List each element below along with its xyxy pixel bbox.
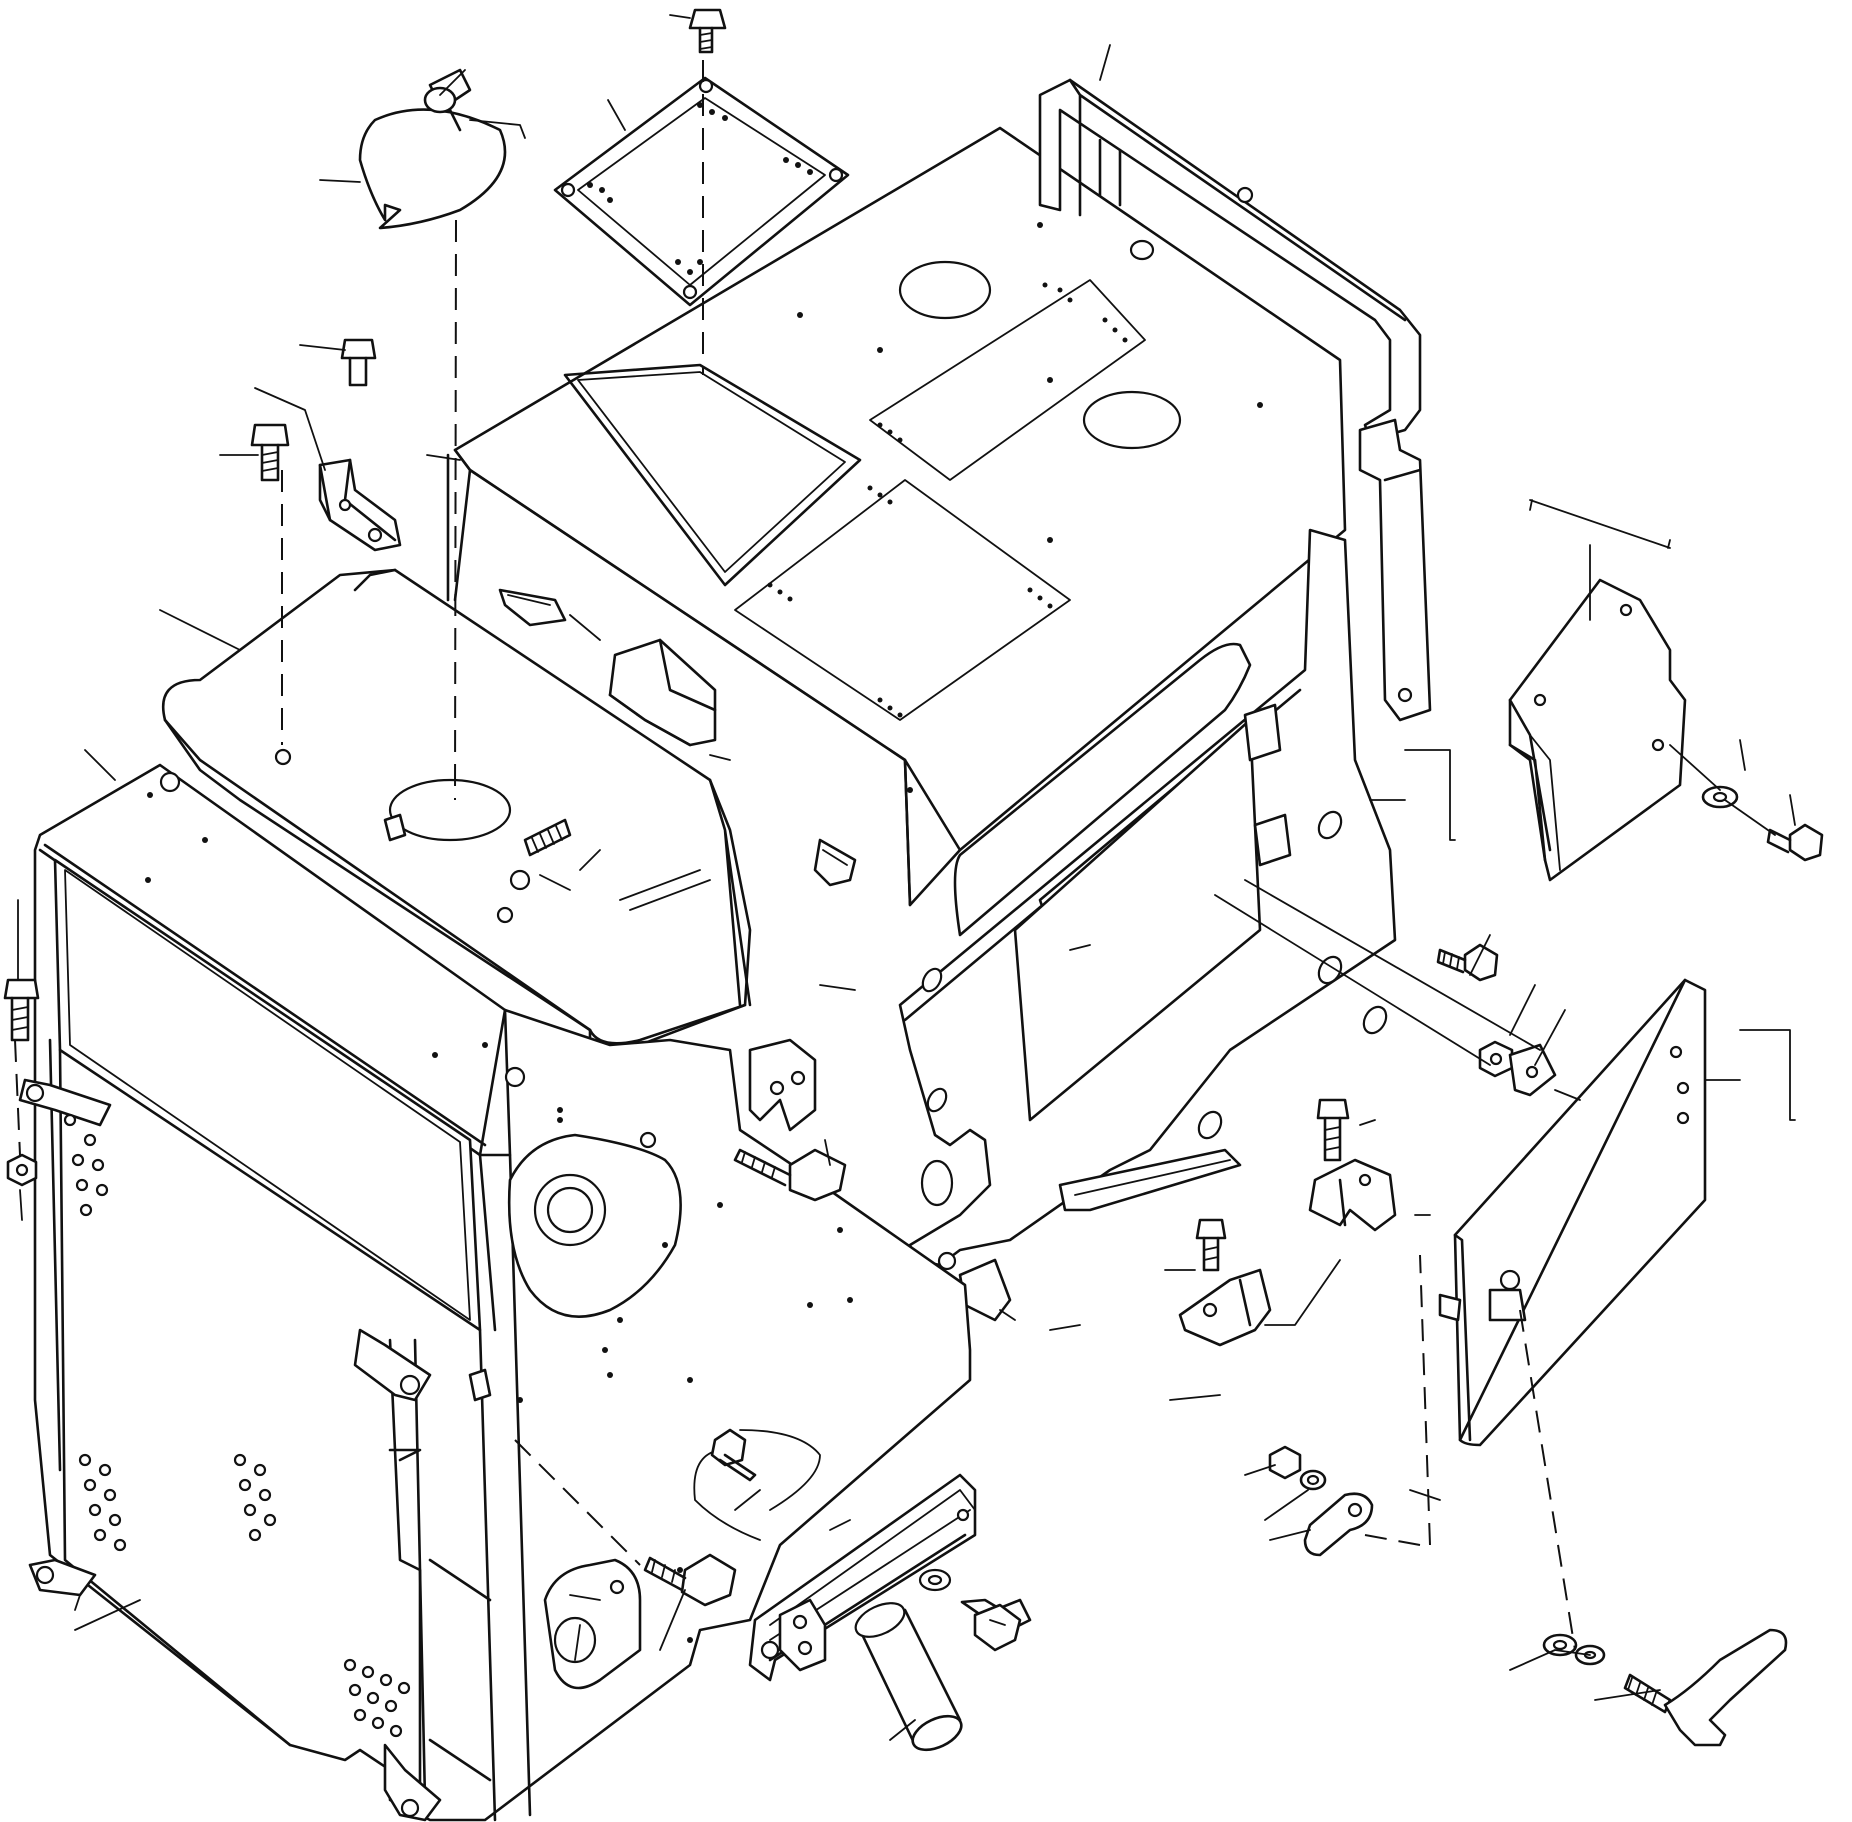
- upper-right-cover: [1508, 578, 1687, 882]
- rear-rail: [1038, 78, 1432, 722]
- bolt-center-1: [733, 1148, 847, 1202]
- center-shroud: [161, 568, 857, 1062]
- leader-lines: [17, 14, 1796, 1741]
- access-plate: [553, 76, 850, 307]
- clip-mid-right: [1508, 1043, 1557, 1097]
- top-cover-round-hole: [1082, 390, 1182, 450]
- nut-left-front: [6, 1153, 38, 1187]
- bolt-lower-center-2: [1195, 1218, 1227, 1272]
- bolt-mid-right: [1436, 943, 1499, 982]
- bracket-bolt-left: [250, 338, 402, 552]
- bolt-lower-center-1: [1316, 1098, 1350, 1162]
- bracket-lower-center-1: [1308, 1158, 1397, 1232]
- lower-right-door: [1438, 978, 1707, 1447]
- assembly-lines: [14, 60, 1776, 1651]
- bolt-right-lower: [973, 1603, 1022, 1652]
- main-frame: [18, 763, 977, 1822]
- bracket-lower-center-2: [1178, 1268, 1272, 1347]
- round-cap: [358, 68, 526, 230]
- top-cover-round-hole: [898, 260, 992, 320]
- bolt-center-2: [643, 1553, 737, 1607]
- nut-washer-lower-right: [1268, 1445, 1374, 1557]
- pin-bush: [854, 1602, 963, 1752]
- bolt-center-3: [710, 1428, 757, 1482]
- bolt-far-right: [1766, 823, 1824, 862]
- right-side-panel: [898, 528, 1397, 1322]
- top-cover: [446, 126, 1347, 907]
- nut-mid-right: [1478, 1040, 1514, 1078]
- lever-handle: [1542, 1628, 1788, 1747]
- top-bolt: [688, 8, 727, 54]
- bolt-left-front: [3, 978, 40, 1042]
